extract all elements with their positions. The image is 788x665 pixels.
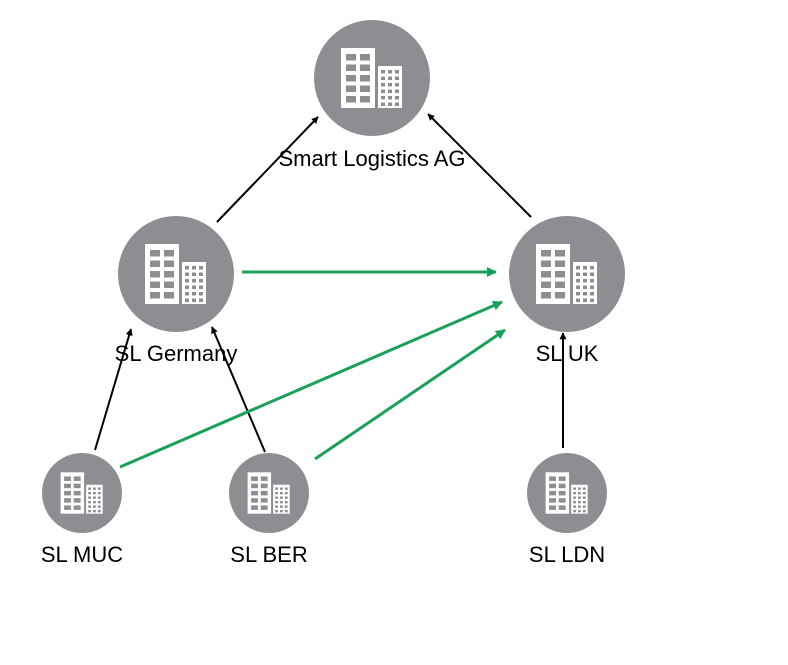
node-label: SL UK	[536, 341, 599, 366]
building-icon	[145, 244, 206, 304]
relation-edge-sl-ber-to-sl-uk	[314, 328, 506, 461]
building-icon	[247, 472, 290, 514]
node-sl-uk[interactable]: SL UK	[509, 216, 625, 366]
node-smart-logistics-ag[interactable]: Smart Logistics AG	[278, 20, 466, 171]
building-icon	[341, 48, 402, 108]
building-icon	[536, 244, 597, 304]
node-label: SL MUC	[41, 542, 123, 567]
node-sl-ldn[interactable]: SL LDN	[527, 453, 607, 567]
hierarchy-edge-sl-ber-to-sl-germany	[211, 326, 266, 453]
nodes: Smart Logistics AG SL Germany SL UK SL MUC S…	[41, 20, 625, 567]
node-label: SL LDN	[529, 542, 605, 567]
hierarchy-edge-sl-germany-to-smart-logistics-ag	[216, 116, 319, 223]
building-icon	[545, 472, 588, 514]
hierarchy-edge-sl-muc-to-sl-germany	[94, 328, 133, 451]
node-label: SL Germany	[115, 341, 238, 366]
node-label: Smart Logistics AG	[278, 146, 465, 171]
node-sl-muc[interactable]: SL MUC	[41, 453, 123, 567]
node-sl-ber[interactable]: SL BER	[229, 453, 309, 567]
node-label: SL BER	[230, 542, 307, 567]
hierarchy-edge-sl-uk-to-smart-logistics-ag	[427, 113, 532, 218]
relation-edge-sl-muc-to-sl-uk	[119, 300, 503, 469]
building-icon	[60, 472, 103, 514]
node-sl-germany[interactable]: SL Germany	[115, 216, 238, 366]
edges	[94, 113, 567, 469]
